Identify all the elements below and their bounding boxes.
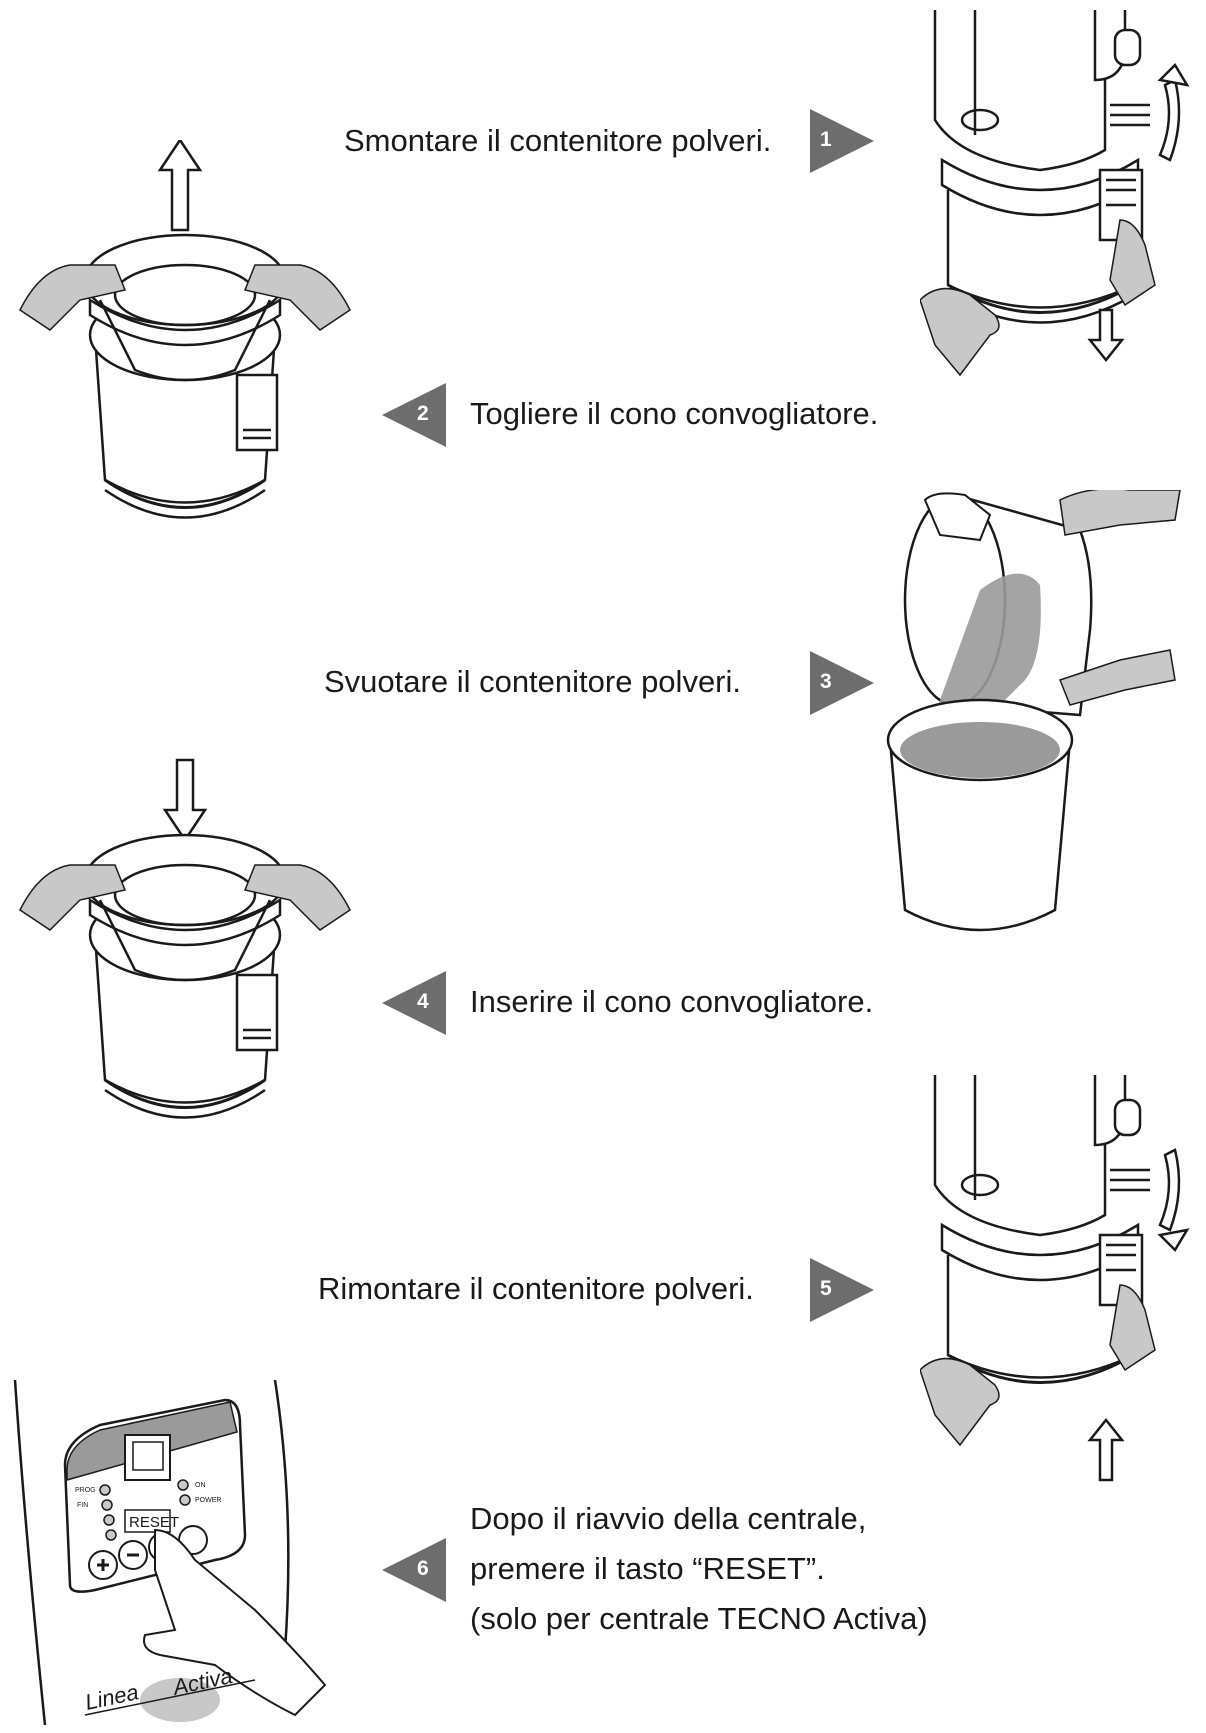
step-6-line-1: Dopo il riavvio della centrale,: [470, 1497, 866, 1541]
panel-label-on: ON: [195, 1482, 206, 1489]
step-2-badge: 2: [382, 383, 446, 447]
step-1-text: Smontare il contenitore polveri.: [344, 119, 771, 163]
panel-label-power: POWER: [195, 1497, 221, 1504]
panel-label-fin: FIN: [77, 1502, 88, 1509]
vacuum-unit-reattach-illustration: [920, 1070, 1200, 1490]
step-6-line-3: (solo per centrale TECNO Activa): [470, 1597, 928, 1641]
panel-label-prog: PROG: [75, 1487, 96, 1494]
step-4-text: Inserire il cono convogliatore.: [470, 980, 873, 1024]
step-3-text: Svuotare il contenitore polveri.: [324, 660, 741, 704]
reset-key-label: RESET: [129, 1514, 179, 1531]
step-5-text: Rimontare il contenitore polveri.: [318, 1267, 754, 1311]
step-3-badge: 3: [810, 651, 874, 715]
arrow-left-icon: [382, 971, 446, 1035]
brand-line-text: Linea: [83, 1679, 141, 1715]
remove-cone-illustration: [5, 140, 365, 545]
step-2-text: Togliere il cono convogliatore.: [470, 392, 878, 436]
step-5-badge: 5: [810, 1258, 874, 1322]
arrow-left-icon: [382, 1538, 446, 1602]
control-panel-reset-illustration: PROG FIN ON POWER RESET Linea Activa: [5, 1380, 365, 1730]
step-6-line-2: premere il tasto “RESET”.: [470, 1547, 825, 1591]
arrow-left-icon: [382, 383, 446, 447]
vacuum-unit-removal-illustration: [920, 10, 1200, 410]
step-1-badge: 1: [810, 109, 874, 173]
step-4-badge: 4: [382, 971, 446, 1035]
step-6-badge: 6: [382, 1538, 446, 1602]
insert-cone-illustration: [5, 740, 365, 1145]
empty-container-illustration: [880, 490, 1200, 970]
